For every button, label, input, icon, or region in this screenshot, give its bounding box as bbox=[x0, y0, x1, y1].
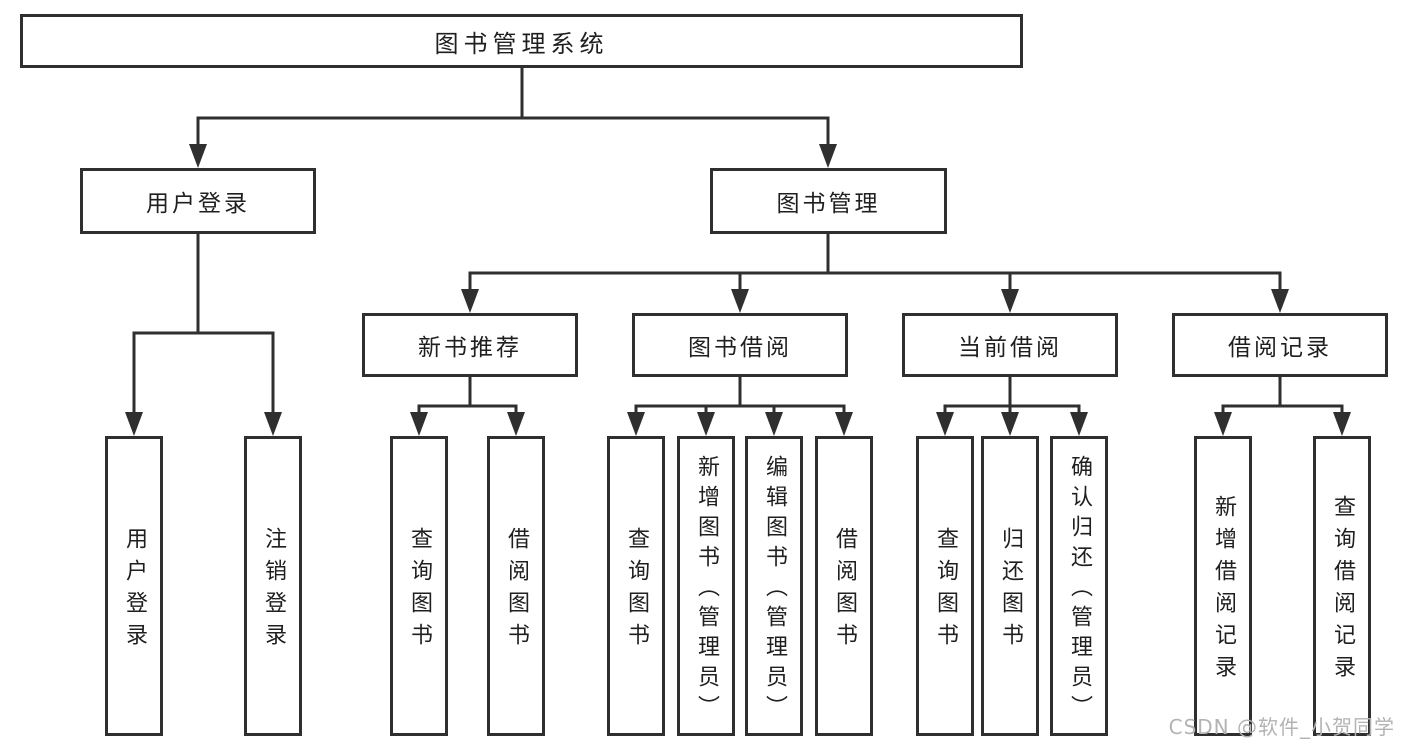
node-borrow-records-label: 借阅记录 bbox=[1228, 335, 1332, 361]
node-borrow-records: 借阅记录 bbox=[1172, 313, 1388, 377]
leaf-logout-label: 注销登录 bbox=[261, 527, 286, 655]
leaf-borrow-books-recommend: 借阅图书 bbox=[487, 436, 545, 736]
leaf-query-books-current: 查询图书 bbox=[916, 436, 974, 736]
leaf-user-login-label: 用户登录 bbox=[122, 527, 147, 655]
leaf-borrow-books-label: 借阅图书 bbox=[832, 527, 857, 655]
watermark-text: CSDN @软件_小贺同学 bbox=[1168, 715, 1395, 739]
node-book-management: 图书管理 bbox=[710, 168, 947, 234]
leaf-return-book-label: 归还图书 bbox=[998, 527, 1023, 655]
node-library-management-system-label: 图书管理系统 bbox=[434, 29, 609, 58]
leaf-edit-book-admin: 编辑图书（管理员） bbox=[745, 436, 803, 736]
node-user-login: 用户登录 bbox=[80, 168, 316, 234]
leaf-logout: 注销登录 bbox=[244, 436, 302, 736]
node-user-login-label: 用户登录 bbox=[146, 191, 250, 217]
leaf-query-books-borrow-label: 查询图书 bbox=[624, 527, 649, 655]
leaf-query-borrow-record: 查询借阅记录 bbox=[1313, 436, 1371, 736]
leaf-query-borrow-record-label: 查询借阅记录 bbox=[1330, 495, 1355, 687]
node-current-borrow-label: 当前借阅 bbox=[958, 335, 1062, 361]
leaf-borrow-books-recommend-label: 借阅图书 bbox=[504, 527, 529, 655]
node-book-management-label: 图书管理 bbox=[776, 191, 881, 217]
leaf-query-books-recommend: 查询图书 bbox=[390, 436, 448, 736]
leaf-query-books-borrow: 查询图书 bbox=[607, 436, 665, 736]
node-new-book-recommend-label: 新书推荐 bbox=[418, 335, 522, 361]
leaf-edit-book-admin-label: 编辑图书（管理员） bbox=[762, 455, 787, 725]
leaf-add-borrow-record-label: 新增借阅记录 bbox=[1211, 495, 1236, 687]
leaf-add-book-admin-label: 新增图书（管理员） bbox=[694, 455, 719, 725]
leaf-query-books-current-label: 查询图书 bbox=[933, 527, 958, 655]
leaf-confirm-return-admin-label: 确认归还（管理员） bbox=[1067, 455, 1092, 725]
node-library-management-system: 图书管理系统 bbox=[20, 14, 1023, 68]
leaf-borrow-books: 借阅图书 bbox=[815, 436, 873, 736]
leaf-confirm-return-admin: 确认归还（管理员） bbox=[1050, 436, 1108, 736]
node-current-borrow: 当前借阅 bbox=[902, 313, 1118, 377]
leaf-add-book-admin: 新增图书（管理员） bbox=[677, 436, 735, 736]
node-new-book-recommend: 新书推荐 bbox=[362, 313, 578, 377]
leaf-return-book: 归还图书 bbox=[981, 436, 1039, 736]
leaf-query-books-recommend-label: 查询图书 bbox=[407, 527, 432, 655]
leaf-add-borrow-record: 新增借阅记录 bbox=[1194, 436, 1252, 736]
node-book-borrow: 图书借阅 bbox=[632, 313, 848, 377]
node-book-borrow-label: 图书借阅 bbox=[688, 335, 792, 361]
leaf-user-login: 用户登录 bbox=[105, 436, 163, 736]
